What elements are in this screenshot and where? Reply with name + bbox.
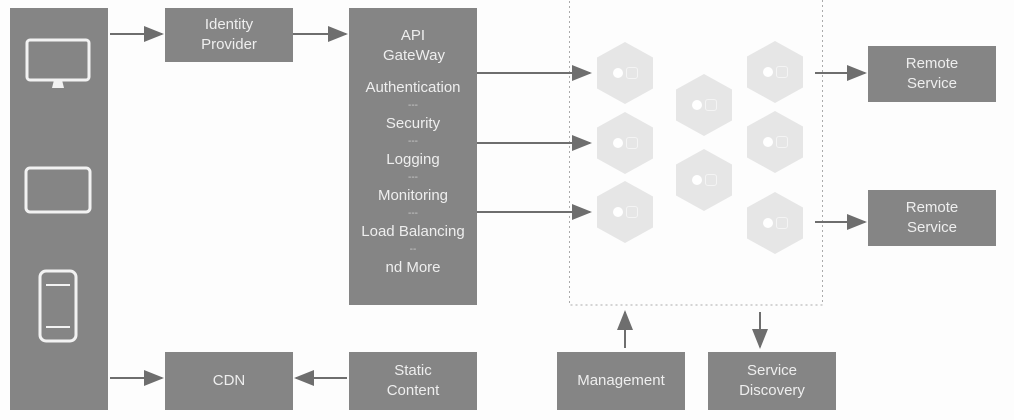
- api-gateway-box: API GateWay Authentication --- Security …: [349, 8, 477, 305]
- service-discovery-box: Service Discovery: [708, 352, 836, 410]
- static-content-box: Static Content: [349, 352, 477, 410]
- desktop-monitor-icon: [25, 38, 91, 82]
- tablet-icon: [24, 166, 92, 214]
- smartphone-icon: [38, 269, 78, 343]
- remote-service-box-1: Remote Service: [868, 46, 996, 102]
- remote-service-box-2: Remote Service: [868, 190, 996, 246]
- identity-provider-box: Identity Provider: [165, 8, 293, 62]
- management-box: Management: [557, 352, 685, 410]
- microservices-boundary: [569, 0, 823, 306]
- clients-panel: [10, 8, 108, 410]
- cdn-box: CDN: [165, 352, 293, 410]
- gateway-title: API GateWay: [383, 27, 445, 64]
